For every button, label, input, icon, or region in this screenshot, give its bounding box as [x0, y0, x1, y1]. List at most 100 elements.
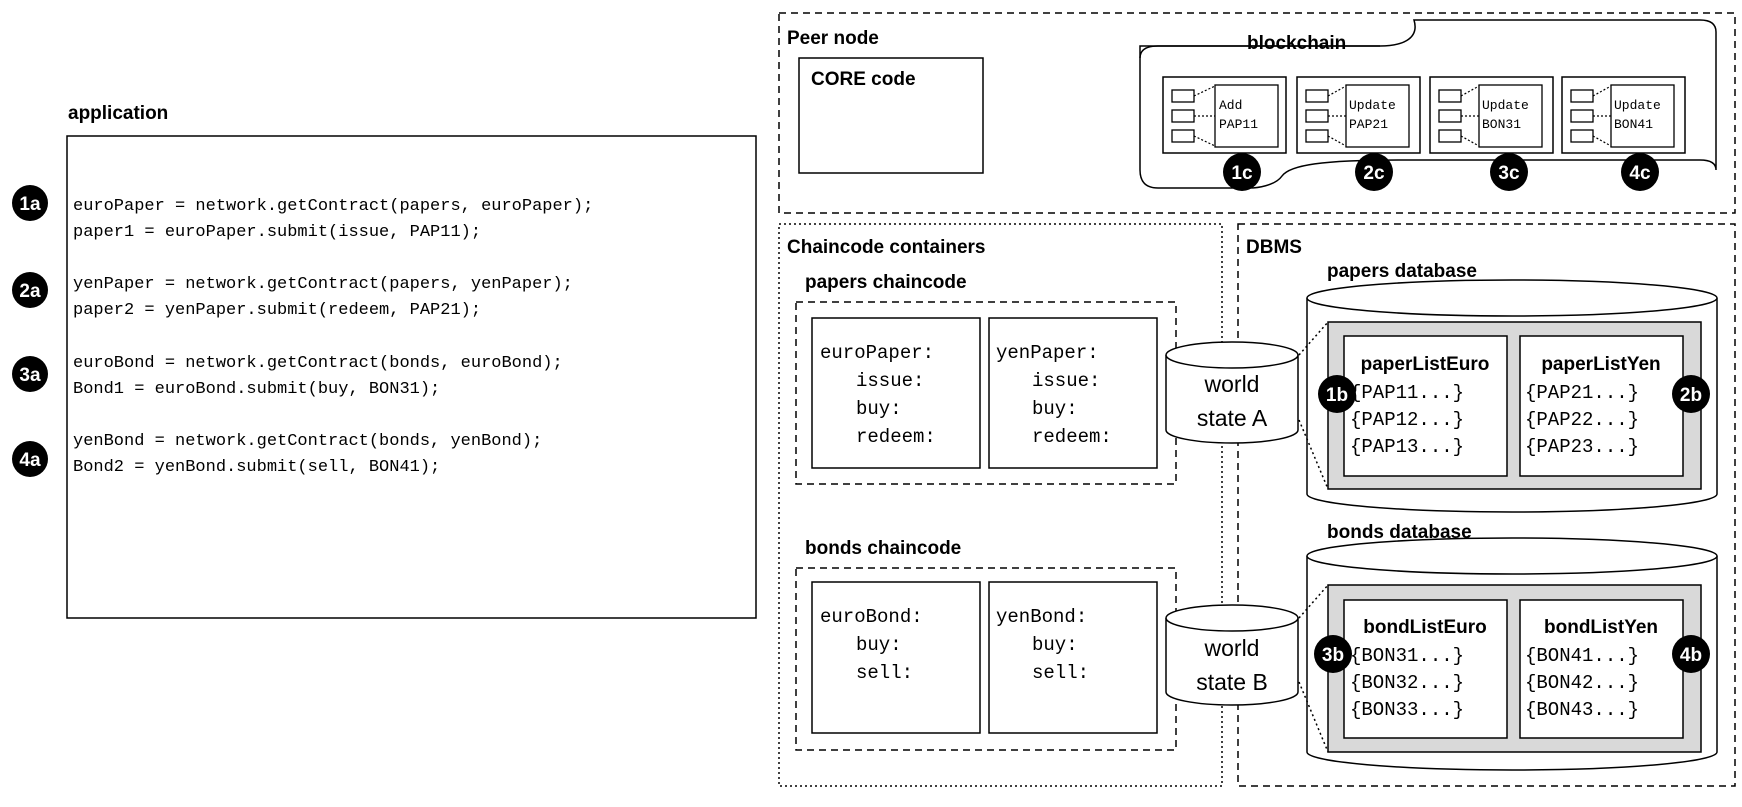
world-state-b-line1: world: [1204, 635, 1260, 661]
world-state-b-link: [1298, 584, 1329, 753]
papers-database-title: papers database: [1327, 261, 1477, 282]
application-box: [66, 135, 757, 619]
contract-function: buy:: [856, 398, 902, 420]
block-tx-action: Update: [1349, 98, 1396, 113]
block-tx-action: Update: [1614, 98, 1661, 113]
contract-name: euroPaper:: [820, 342, 934, 364]
list-box-bondlisteuro: [1343, 599, 1508, 739]
list-box-bondlistyen: [1519, 599, 1684, 739]
world-state-a-cylinder: [1165, 355, 1299, 444]
marker-3b: [1314, 635, 1352, 673]
block-record: [1438, 89, 1462, 103]
contract-name: yenBond:: [996, 606, 1087, 628]
marker-3a-label: 3a: [19, 365, 41, 386]
dbms-box: [1237, 223, 1736, 787]
blockchain-title: blockchain: [1247, 33, 1346, 54]
list-item: {PAP23...}: [1525, 436, 1639, 458]
list-item: {BON43...}: [1525, 699, 1639, 721]
list-item: {BON33...}: [1350, 699, 1464, 721]
block-tx-key: BON41: [1614, 117, 1653, 132]
marker-1a: [12, 185, 48, 221]
bonds-database-title: bonds database: [1327, 522, 1472, 543]
block-tx-action: Update: [1482, 98, 1529, 113]
marker-2c: [1355, 153, 1393, 191]
block-record: [1171, 129, 1195, 143]
marker-4a: [12, 441, 48, 477]
marker-4b: [1672, 635, 1710, 673]
marker-4a-label: 4a: [19, 450, 41, 471]
contract-function: redeem:: [856, 426, 936, 448]
list-item: {BON31...}: [1350, 645, 1464, 667]
peer-node-box: [778, 12, 1736, 214]
block-record: [1171, 109, 1195, 123]
bonds-database-top: [1306, 537, 1718, 575]
list-item: {PAP12...}: [1350, 409, 1464, 431]
peer-node-title: Peer node: [787, 28, 879, 49]
list-item: {BON32...}: [1350, 672, 1464, 694]
list-item: {BON42...}: [1525, 672, 1639, 694]
contract-function: issue:: [1032, 370, 1100, 392]
code-line: yenBond = network.getContract(bonds, yen…: [73, 432, 542, 451]
contract-function: sell:: [1032, 662, 1089, 684]
world-state-a-line2: state A: [1197, 405, 1268, 431]
world-state-a-line1: world: [1204, 371, 1260, 397]
bonds-chaincode-title: bonds chaincode: [805, 538, 961, 559]
block-record: [1570, 129, 1594, 143]
contract-function: buy:: [1032, 398, 1078, 420]
world-state-b: world state B: [1165, 604, 1299, 706]
world-state-a: world state A: [1165, 341, 1299, 444]
list-item: {BON41...}: [1525, 645, 1639, 667]
block-transaction-box: [1214, 84, 1279, 148]
list-name: bondListYen: [1544, 617, 1658, 638]
contract-function: redeem:: [1032, 426, 1112, 448]
blockchain-curl: [1139, 45, 1380, 59]
world-state-b-line2: state B: [1196, 669, 1268, 695]
contract-box-yenpaper: [988, 317, 1158, 469]
marker-4c: [1621, 153, 1659, 191]
list-box-paperlistyen: [1519, 335, 1684, 477]
world-state-a-link: [1298, 321, 1329, 490]
block-1: Add PAP11 1c: [1162, 76, 1287, 191]
block-record: [1570, 89, 1594, 103]
world-state-b-top: [1165, 604, 1299, 632]
list-name: bondListEuro: [1363, 617, 1486, 638]
contract-box-europaper: [811, 317, 981, 469]
dbms-title: DBMS: [1246, 237, 1302, 258]
marker-2a: [12, 272, 48, 308]
block-transaction-box: [1345, 84, 1410, 148]
block-record: [1570, 109, 1594, 123]
code-line: paper2 = yenPaper.submit(redeem, PAP21);: [73, 301, 481, 320]
code-line: euroBond = network.getContract(bonds, eu…: [73, 354, 563, 373]
block-transaction-box: [1478, 84, 1543, 148]
code-line: yenPaper = network.getContract(papers, y…: [73, 275, 573, 294]
block-connector: [1327, 85, 1347, 147]
block-record: [1438, 109, 1462, 123]
chaincode-containers-title: Chaincode containers: [787, 237, 986, 258]
block-3: Update BON31 3c: [1429, 76, 1554, 191]
list-item: {PAP22...}: [1525, 409, 1639, 431]
block-4: Update BON41 4c: [1561, 76, 1686, 191]
list-name: paperListYen: [1541, 354, 1660, 375]
marker-2b: [1672, 375, 1710, 413]
contract-box-yenbond: [988, 581, 1158, 734]
marker-1c: [1223, 153, 1261, 191]
block-record: [1305, 109, 1329, 123]
list-box-paperlisteuro: [1343, 335, 1508, 477]
marker-1b: [1318, 375, 1356, 413]
list-item: {PAP11...}: [1350, 382, 1464, 404]
marker-1c-label: 1c: [1231, 163, 1253, 184]
marker-3b-label: 3b: [1322, 645, 1344, 666]
contract-function: sell:: [856, 662, 913, 684]
block-record: [1171, 89, 1195, 103]
list-item: {PAP21...}: [1525, 382, 1639, 404]
world-state-b-cylinder: [1165, 618, 1299, 706]
contract-name: yenPaper:: [996, 342, 1099, 364]
code-line: euroPaper = network.getContract(papers, …: [73, 197, 593, 216]
world-state-a-top: [1165, 341, 1299, 369]
block-connector: [1460, 85, 1480, 147]
marker-3a: [12, 356, 48, 392]
marker-2a-label: 2a: [19, 281, 41, 302]
contract-function: buy:: [1032, 634, 1078, 656]
block-record: [1438, 129, 1462, 143]
